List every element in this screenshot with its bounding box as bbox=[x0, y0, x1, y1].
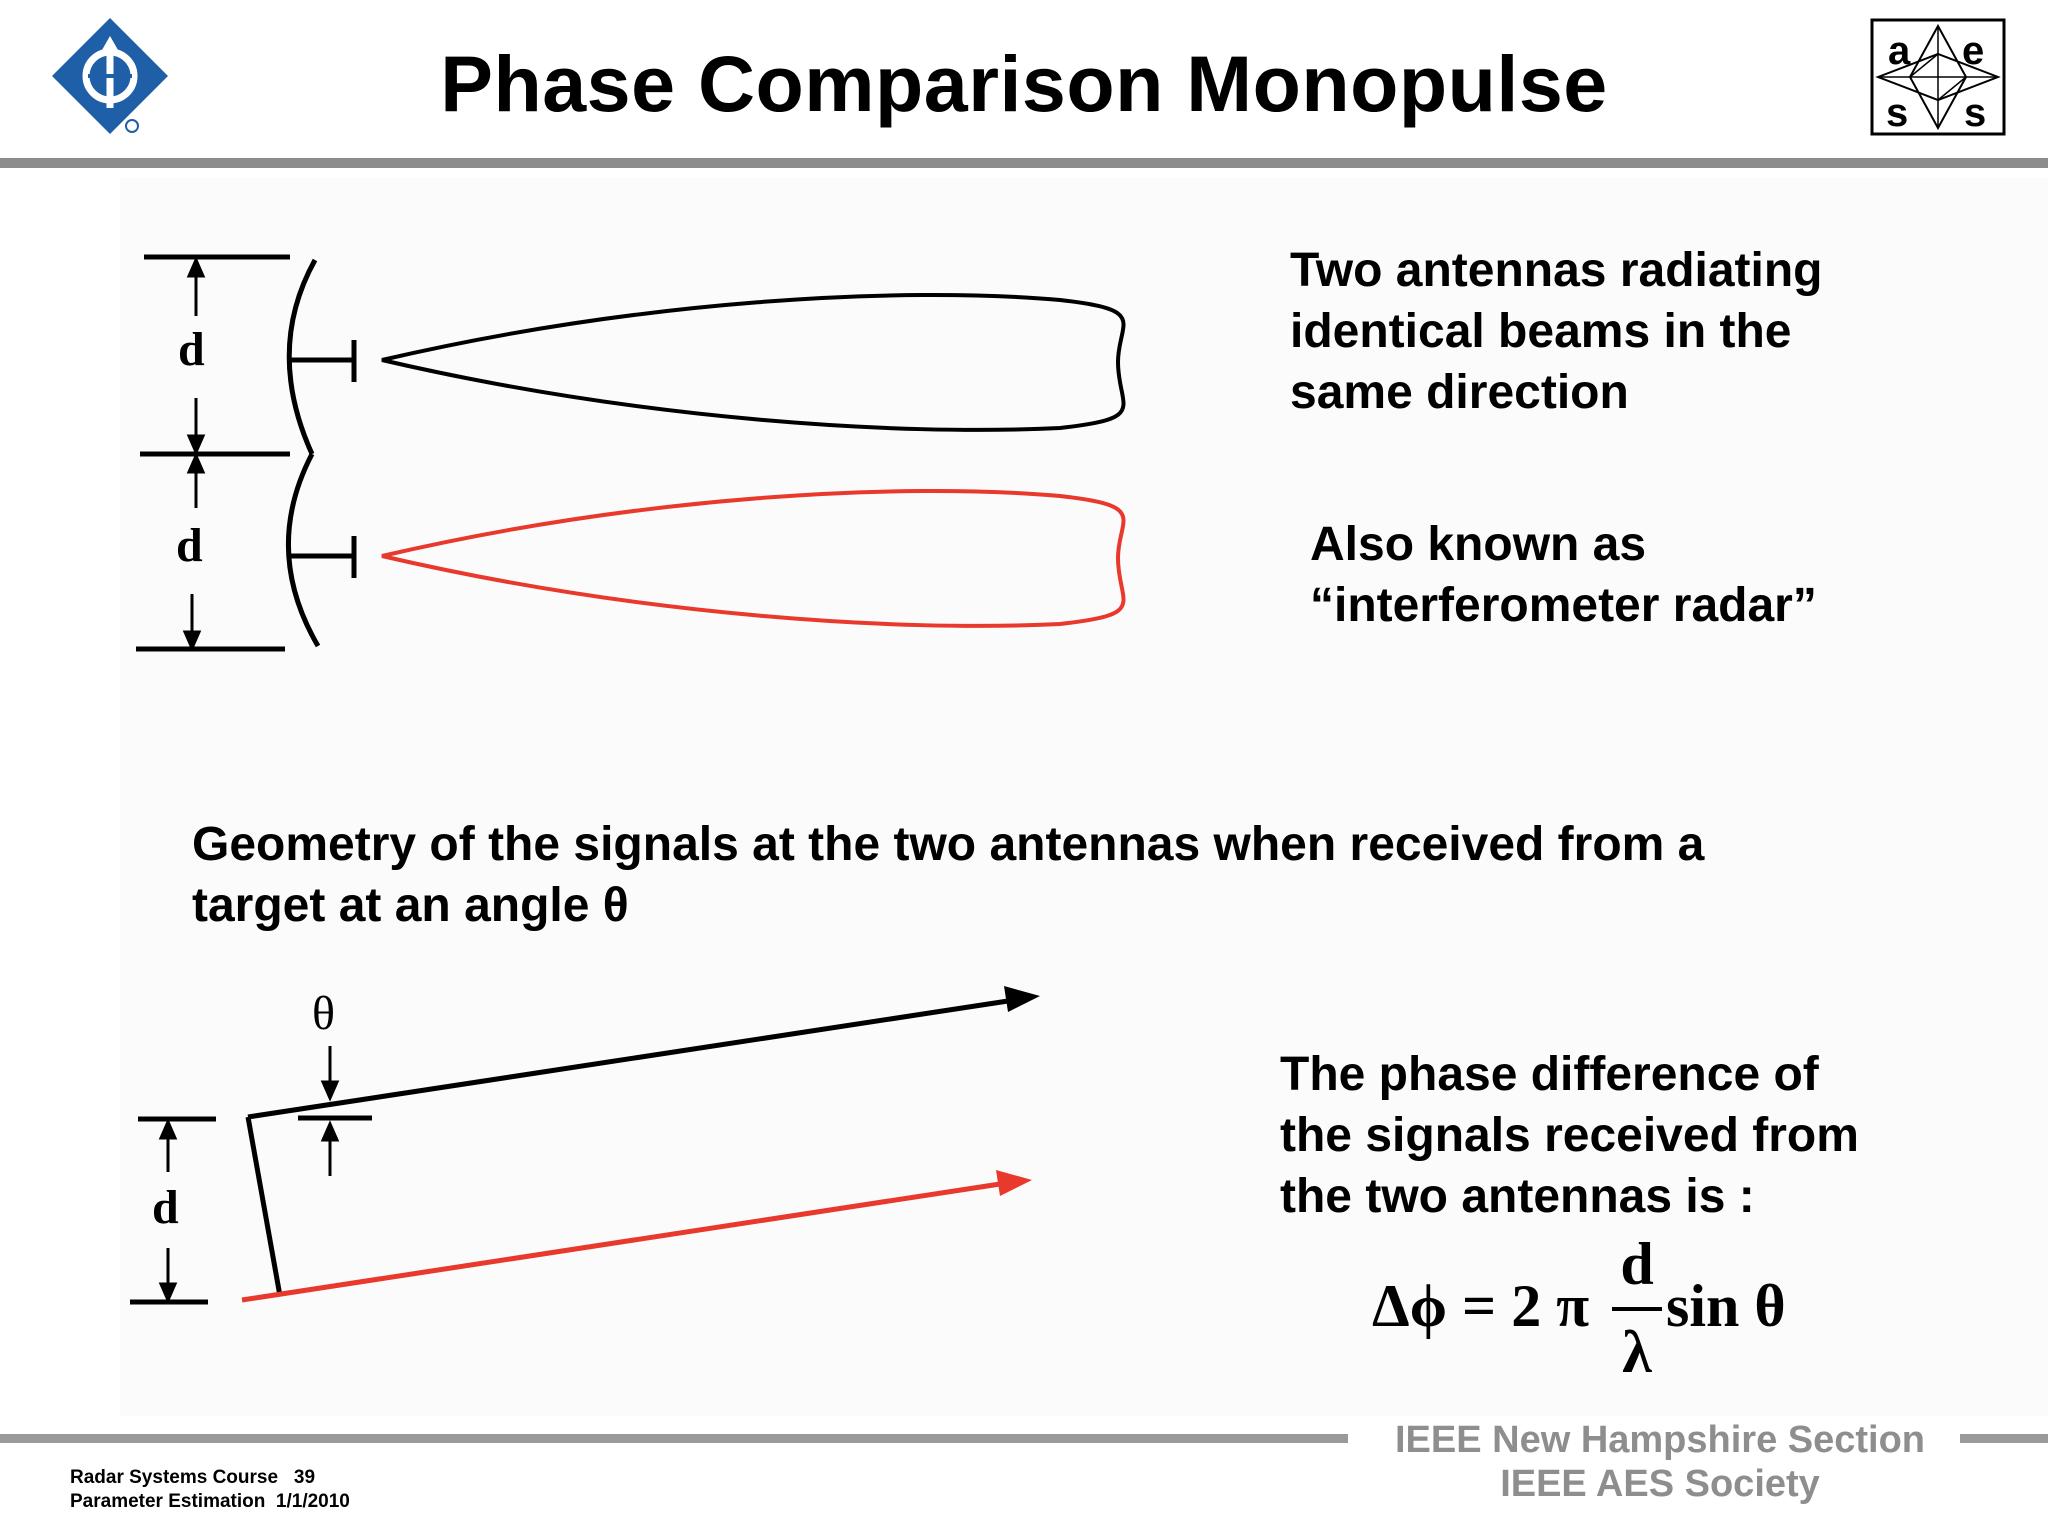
also-known-text: Also known as “interferometer radar” bbox=[1310, 514, 1817, 636]
also-known-line-2: “interferometer radar” bbox=[1310, 579, 1817, 632]
two-antennas-line-3: same direction bbox=[1290, 366, 1629, 419]
formula-rhs: sin θ bbox=[1666, 1273, 1786, 1339]
two-antennas-text: Two antennas radiating identical beams i… bbox=[1290, 240, 1823, 423]
top-beam-lobe bbox=[381, 293, 1126, 432]
footer-rule-right bbox=[1960, 1434, 2048, 1443]
content-background bbox=[120, 178, 2048, 1416]
spacing-label-bottom: d bbox=[176, 519, 203, 572]
phase-difference-line-1: The phase difference of bbox=[1280, 1048, 1819, 1101]
geometry-caption: Geometry of the signals at the two anten… bbox=[192, 814, 1704, 936]
formula-denominator: λ bbox=[1622, 1319, 1652, 1385]
phase-difference-line-2: the signals received from bbox=[1280, 1109, 1859, 1162]
phase-difference-line-3: the two antennas is : bbox=[1280, 1170, 1755, 1223]
geometry-caption-line-1: Geometry of the signals at the two anten… bbox=[192, 818, 1705, 871]
also-known-line-1: Also known as bbox=[1310, 518, 1647, 571]
phase-difference-text: The phase difference of the signals rece… bbox=[1280, 1044, 1859, 1227]
footer-society: IEEE AES Society bbox=[1500, 1463, 1820, 1505]
aess-logo-letter-e: e bbox=[1962, 29, 1984, 73]
formula-lhs: Δϕ = 2 π bbox=[1372, 1273, 1590, 1339]
footer-organization: IEEE New Hampshire Section IEEE AES Soci… bbox=[1300, 1418, 2020, 1506]
footer-course-line: Radar Systems Course 39 bbox=[70, 1467, 316, 1488]
two-antennas-line-1: Two antennas radiating bbox=[1290, 244, 1823, 297]
spacing-label-top: d bbox=[178, 323, 205, 376]
formula-fraction-bar bbox=[1612, 1307, 1662, 1311]
two-antennas-line-2: identical beams in the bbox=[1290, 305, 1792, 358]
aess-logo-letter-a: a bbox=[1888, 29, 1911, 73]
ieee-logo bbox=[52, 18, 168, 134]
header-rule bbox=[0, 158, 2048, 168]
angle-label: θ bbox=[312, 987, 335, 1040]
aess-logo-letter-s2: s bbox=[1964, 91, 1986, 135]
footer-section: IEEE New Hampshire Section bbox=[1394, 1419, 1926, 1461]
geometry-spacing-label: d bbox=[152, 1181, 179, 1234]
geometry-caption-line-2: target at an angle θ bbox=[192, 879, 629, 932]
slide-title: Phase Comparison Monopulse bbox=[440, 39, 1608, 128]
formula-numerator: d bbox=[1620, 1231, 1654, 1297]
aess-logo: a e s s bbox=[1870, 18, 2006, 136]
aess-logo-letter-s1: s bbox=[1886, 91, 1908, 135]
bottom-beam-lobe bbox=[381, 489, 1126, 628]
footer-rule-left bbox=[0, 1434, 1348, 1443]
footer-course-info: Radar Systems Course 39 Parameter Estima… bbox=[70, 1466, 350, 1514]
footer-topic-line: Parameter Estimation 1/1/2010 bbox=[70, 1491, 350, 1512]
